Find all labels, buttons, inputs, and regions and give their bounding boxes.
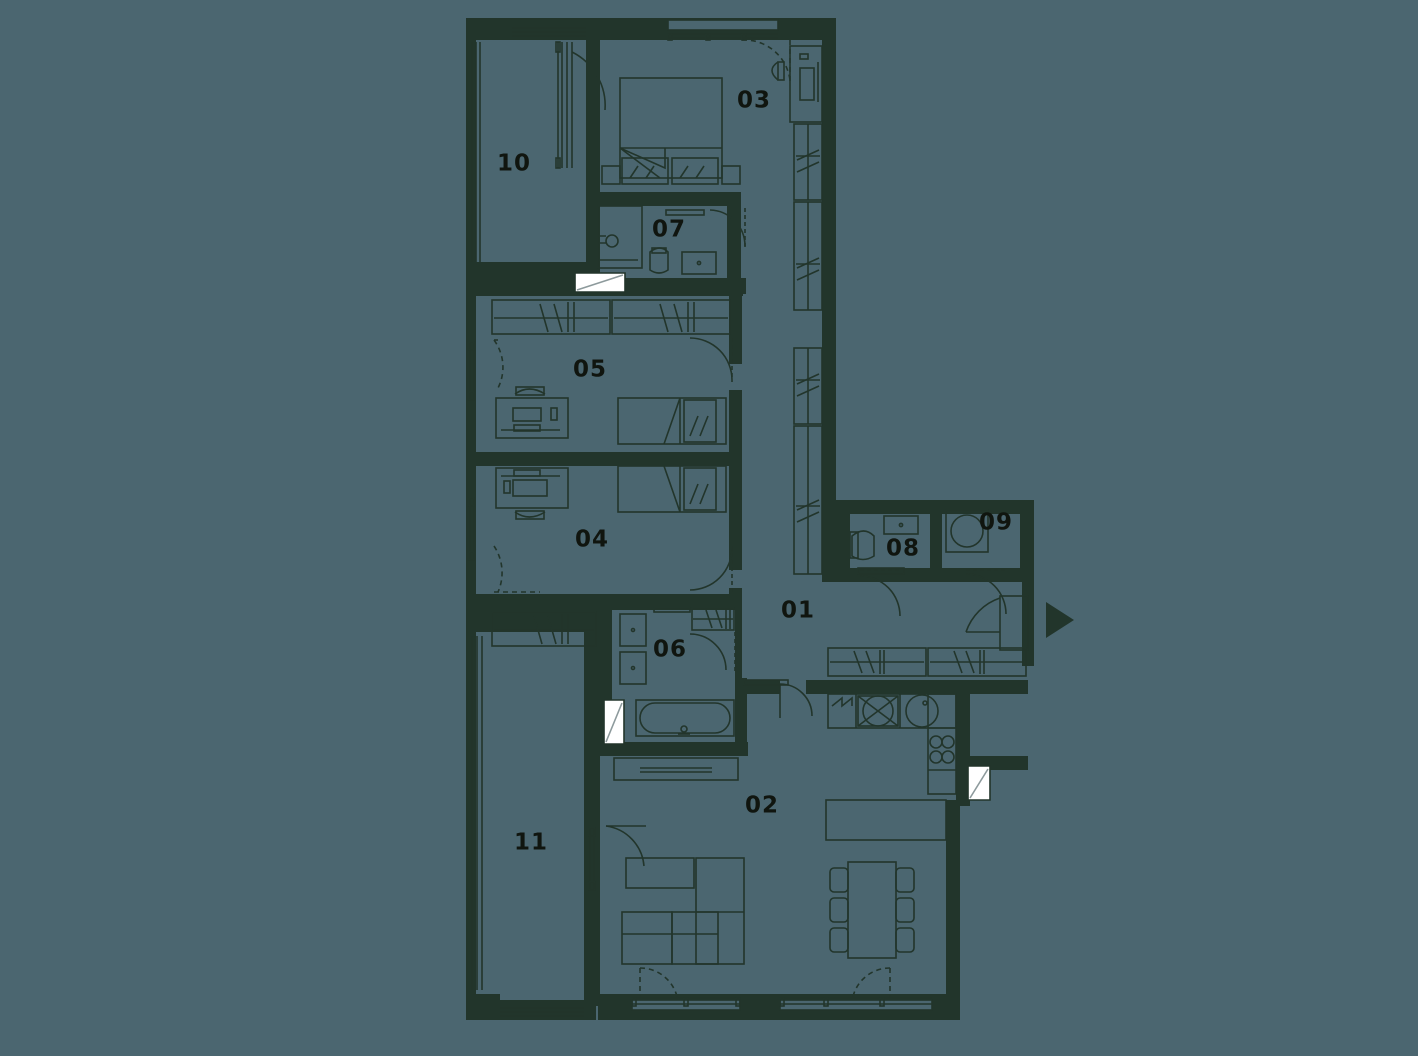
dining-chairs [829, 867, 915, 953]
sofa-chaise [695, 857, 745, 965]
wc-08 [849, 515, 919, 617]
bedroom-05 [468, 337, 733, 445]
window-07-west [574, 272, 626, 293]
master-bed-03 [619, 77, 723, 179]
room-label-08: 08 [886, 536, 920, 562]
bathtub-06 [635, 699, 735, 737]
room-label-06: 06 [653, 637, 687, 663]
room-label-05: 05 [573, 357, 607, 383]
floor-fills [476, 40, 1028, 994]
plan-geometry: 10 03 07 05 04 06 08 09 01 02 11 [466, 18, 1074, 1020]
room-label-09: 09 [979, 510, 1013, 536]
dishwasher [831, 696, 853, 708]
hall-wardrobe-row [827, 647, 1027, 677]
washer-09 [945, 509, 989, 553]
chair-05 [514, 388, 546, 395]
chair-04 [514, 511, 546, 518]
entrance [965, 595, 1074, 651]
window-north-03 [667, 19, 779, 41]
sofa-seat-b [671, 911, 719, 965]
entrance-arrow [1046, 602, 1074, 638]
washbasin-06-a [619, 613, 647, 647]
desk-04 [495, 467, 569, 509]
hall-wardrobes [793, 123, 823, 575]
room-labels: 10 03 07 05 04 06 08 09 01 02 11 [497, 88, 1013, 856]
bedroom-03 [601, 39, 823, 185]
kitchen [827, 693, 991, 801]
sink-08 [883, 515, 919, 535]
single-bed-05 [617, 397, 727, 445]
utility-09 [945, 509, 1008, 615]
burner-2 [941, 735, 955, 749]
balcony-10 [471, 27, 606, 262]
desk-03 [789, 45, 823, 123]
wardrobes-05 [491, 299, 731, 335]
linework [468, 19, 1074, 1017]
chair-03 [771, 61, 779, 81]
sink-07 [681, 251, 717, 275]
door-hall-living [743, 679, 813, 718]
desk-05 [495, 397, 569, 439]
living-dining-02 [588, 799, 947, 1004]
burner-4 [941, 750, 955, 764]
single-bed-04 [617, 465, 727, 513]
coffee-table [625, 857, 695, 889]
balcony-11 [471, 636, 584, 1017]
ensuite-07 [597, 205, 746, 275]
shower-07 [597, 205, 643, 269]
bedroom-04 [468, 465, 733, 593]
sink [905, 694, 939, 728]
room-label-07: 07 [652, 217, 686, 243]
wardrobe-04-strip [491, 611, 597, 647]
room-label-04: 04 [575, 527, 609, 553]
pillow-left [621, 157, 669, 185]
sideboard [825, 799, 947, 841]
room-label-11: 11 [514, 830, 548, 856]
room-label-10: 10 [497, 151, 531, 177]
room-label-02: 02 [745, 793, 779, 819]
south-openings [631, 997, 933, 1011]
room-label-01: 01 [781, 598, 815, 624]
room-label-03: 03 [737, 88, 771, 114]
washbasin-06-b [619, 651, 647, 685]
bathroom-06 [603, 607, 739, 781]
pillow-right [671, 157, 719, 185]
